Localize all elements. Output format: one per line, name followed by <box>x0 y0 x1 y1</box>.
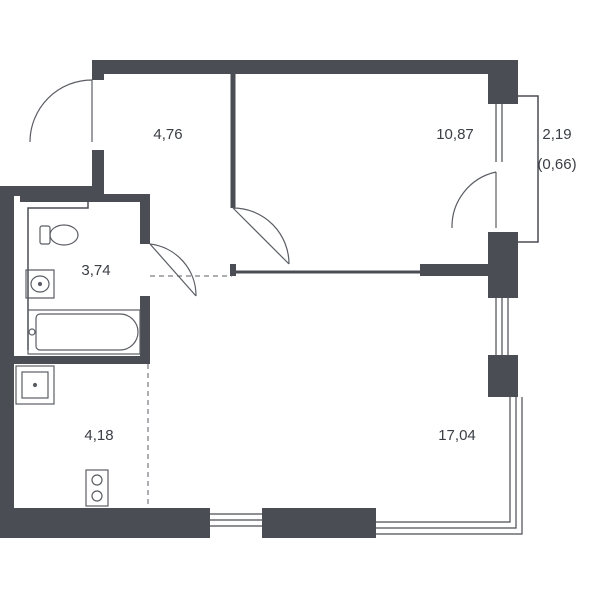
wall-bath-right <box>140 194 150 244</box>
wall-bath-bottom <box>14 356 150 364</box>
window-corner <box>376 397 523 535</box>
partitions <box>27 74 539 535</box>
door-bathroom <box>149 243 197 297</box>
door-bedroom <box>232 207 290 265</box>
wall-bedroom-bottom-right <box>420 264 518 276</box>
sink-icon <box>25 269 55 299</box>
wall-bottom-mid <box>262 508 376 538</box>
room-labels: 4,76 10,87 2,19 (0,66) 3,74 4,18 17,04 <box>81 126 576 444</box>
wall-hall-left-stub <box>92 150 104 196</box>
room-area-bathroom: 3,74 <box>81 262 110 279</box>
kitchen-sink-icon <box>15 365 55 405</box>
stove-icon <box>85 469 109 507</box>
room-area-bedroom: 10,87 <box>436 126 474 143</box>
wall-top-right-corner <box>488 60 518 104</box>
door-balcony <box>451 171 497 229</box>
bathtub-icon <box>27 309 141 355</box>
balcony-outline <box>518 95 539 243</box>
wall-top <box>92 60 518 74</box>
room-area-living-room: 17,04 <box>438 427 476 444</box>
wall-top-left-stub <box>92 60 104 80</box>
room-area-balcony-sub: (0,66) <box>537 156 576 173</box>
wall-right-pier-lower <box>488 355 518 397</box>
wall-bottom-left <box>0 508 210 538</box>
wall-left-top <box>0 186 100 196</box>
fixtures <box>15 224 141 507</box>
walls <box>0 60 518 538</box>
window-bottom <box>210 513 262 527</box>
doors <box>29 79 497 297</box>
bath-inner-outline <box>27 200 89 350</box>
wall-bedroom-door-jamb <box>230 264 236 276</box>
window-right-upper <box>495 104 503 162</box>
room-area-hallway: 4,76 <box>153 126 182 143</box>
wall-bath-top <box>20 194 150 202</box>
room-area-kitchen: 4,18 <box>84 427 113 444</box>
room-area-balcony: 2,19 <box>542 126 571 143</box>
zone-dividers <box>147 275 232 508</box>
wall-bath-right-lower <box>140 296 150 360</box>
door-entrance <box>29 79 93 143</box>
toilet-icon <box>39 224 79 246</box>
window-right-lower <box>495 298 509 355</box>
wall-left <box>0 186 14 526</box>
